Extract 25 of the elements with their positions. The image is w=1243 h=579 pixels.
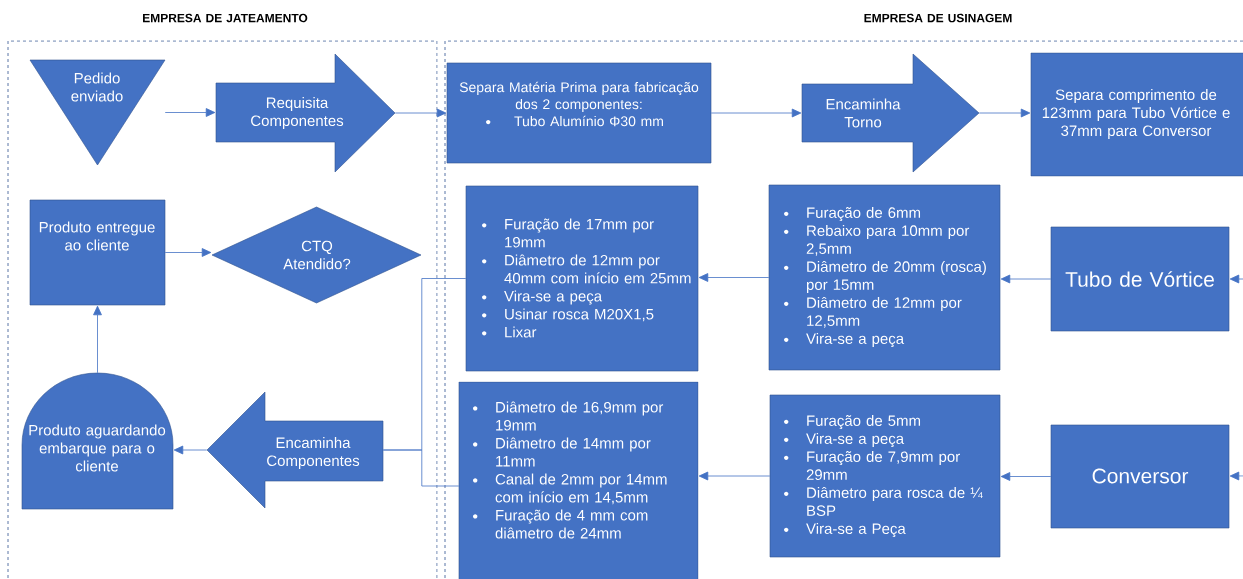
arrow [698, 273, 770, 282]
connector-line [382, 449, 460, 487]
arrow [394, 108, 447, 118]
arrow [1229, 471, 1243, 481]
arrow [710, 108, 802, 118]
arrow [93, 305, 102, 374]
arrow [1229, 274, 1243, 284]
arrow [164, 248, 212, 257]
section-heading: EMPRESA DE USINAGEM [864, 13, 1012, 23]
process-box: Separa comprimento de 123mm para Tubo Vórtice e 37mm para Conversor [1030, 52, 1243, 177]
arrow [1000, 274, 1052, 284]
arrow [698, 471, 771, 481]
section-heading: EMPRESA DE JATEAMENTO [143, 13, 308, 23]
process-box: Furação de 17mm por 19mm Diâmetro de 12mm por 40mm com início em 25mm Vira-se a peça Usinar rosca M20X1,5 Lixar [465, 185, 699, 372]
arrow [978, 108, 1031, 118]
process-box: Conversor [1050, 424, 1230, 529]
arrow [164, 108, 216, 117]
process-box: Produto entregue ao cliente [29, 199, 166, 306]
process-box: Furação de 5mm Vira-se a peça Furação de 7,9mm por 29mm Diâmetro para rosca de ¼ BSP Vira-se a Peça [769, 394, 1001, 558]
process-box: Separa Matéria Prima para fabricação dos 2 componentes: Tubo Alumínio Φ30 mm [446, 62, 712, 164]
process-box: Tubo de Vórtice [1050, 226, 1230, 332]
process-box: Furação de 6mm Rebaixo para 10mm por 2,5mm Diâmetro de 20mm (rosca) por 15mm Diâmetro de 12mm por 12,5mm Vira-se a peça [768, 184, 1001, 371]
process-box: Diâmetro de 16,9mm por 19mm Diâmetro de 14mm por 11mm Canal de 2mm por 14mm com início em 14,5mm Furação de 4 mm com diâmetro de 24mm [458, 381, 699, 579]
arrow [1000, 472, 1052, 481]
arrow [173, 445, 208, 455]
